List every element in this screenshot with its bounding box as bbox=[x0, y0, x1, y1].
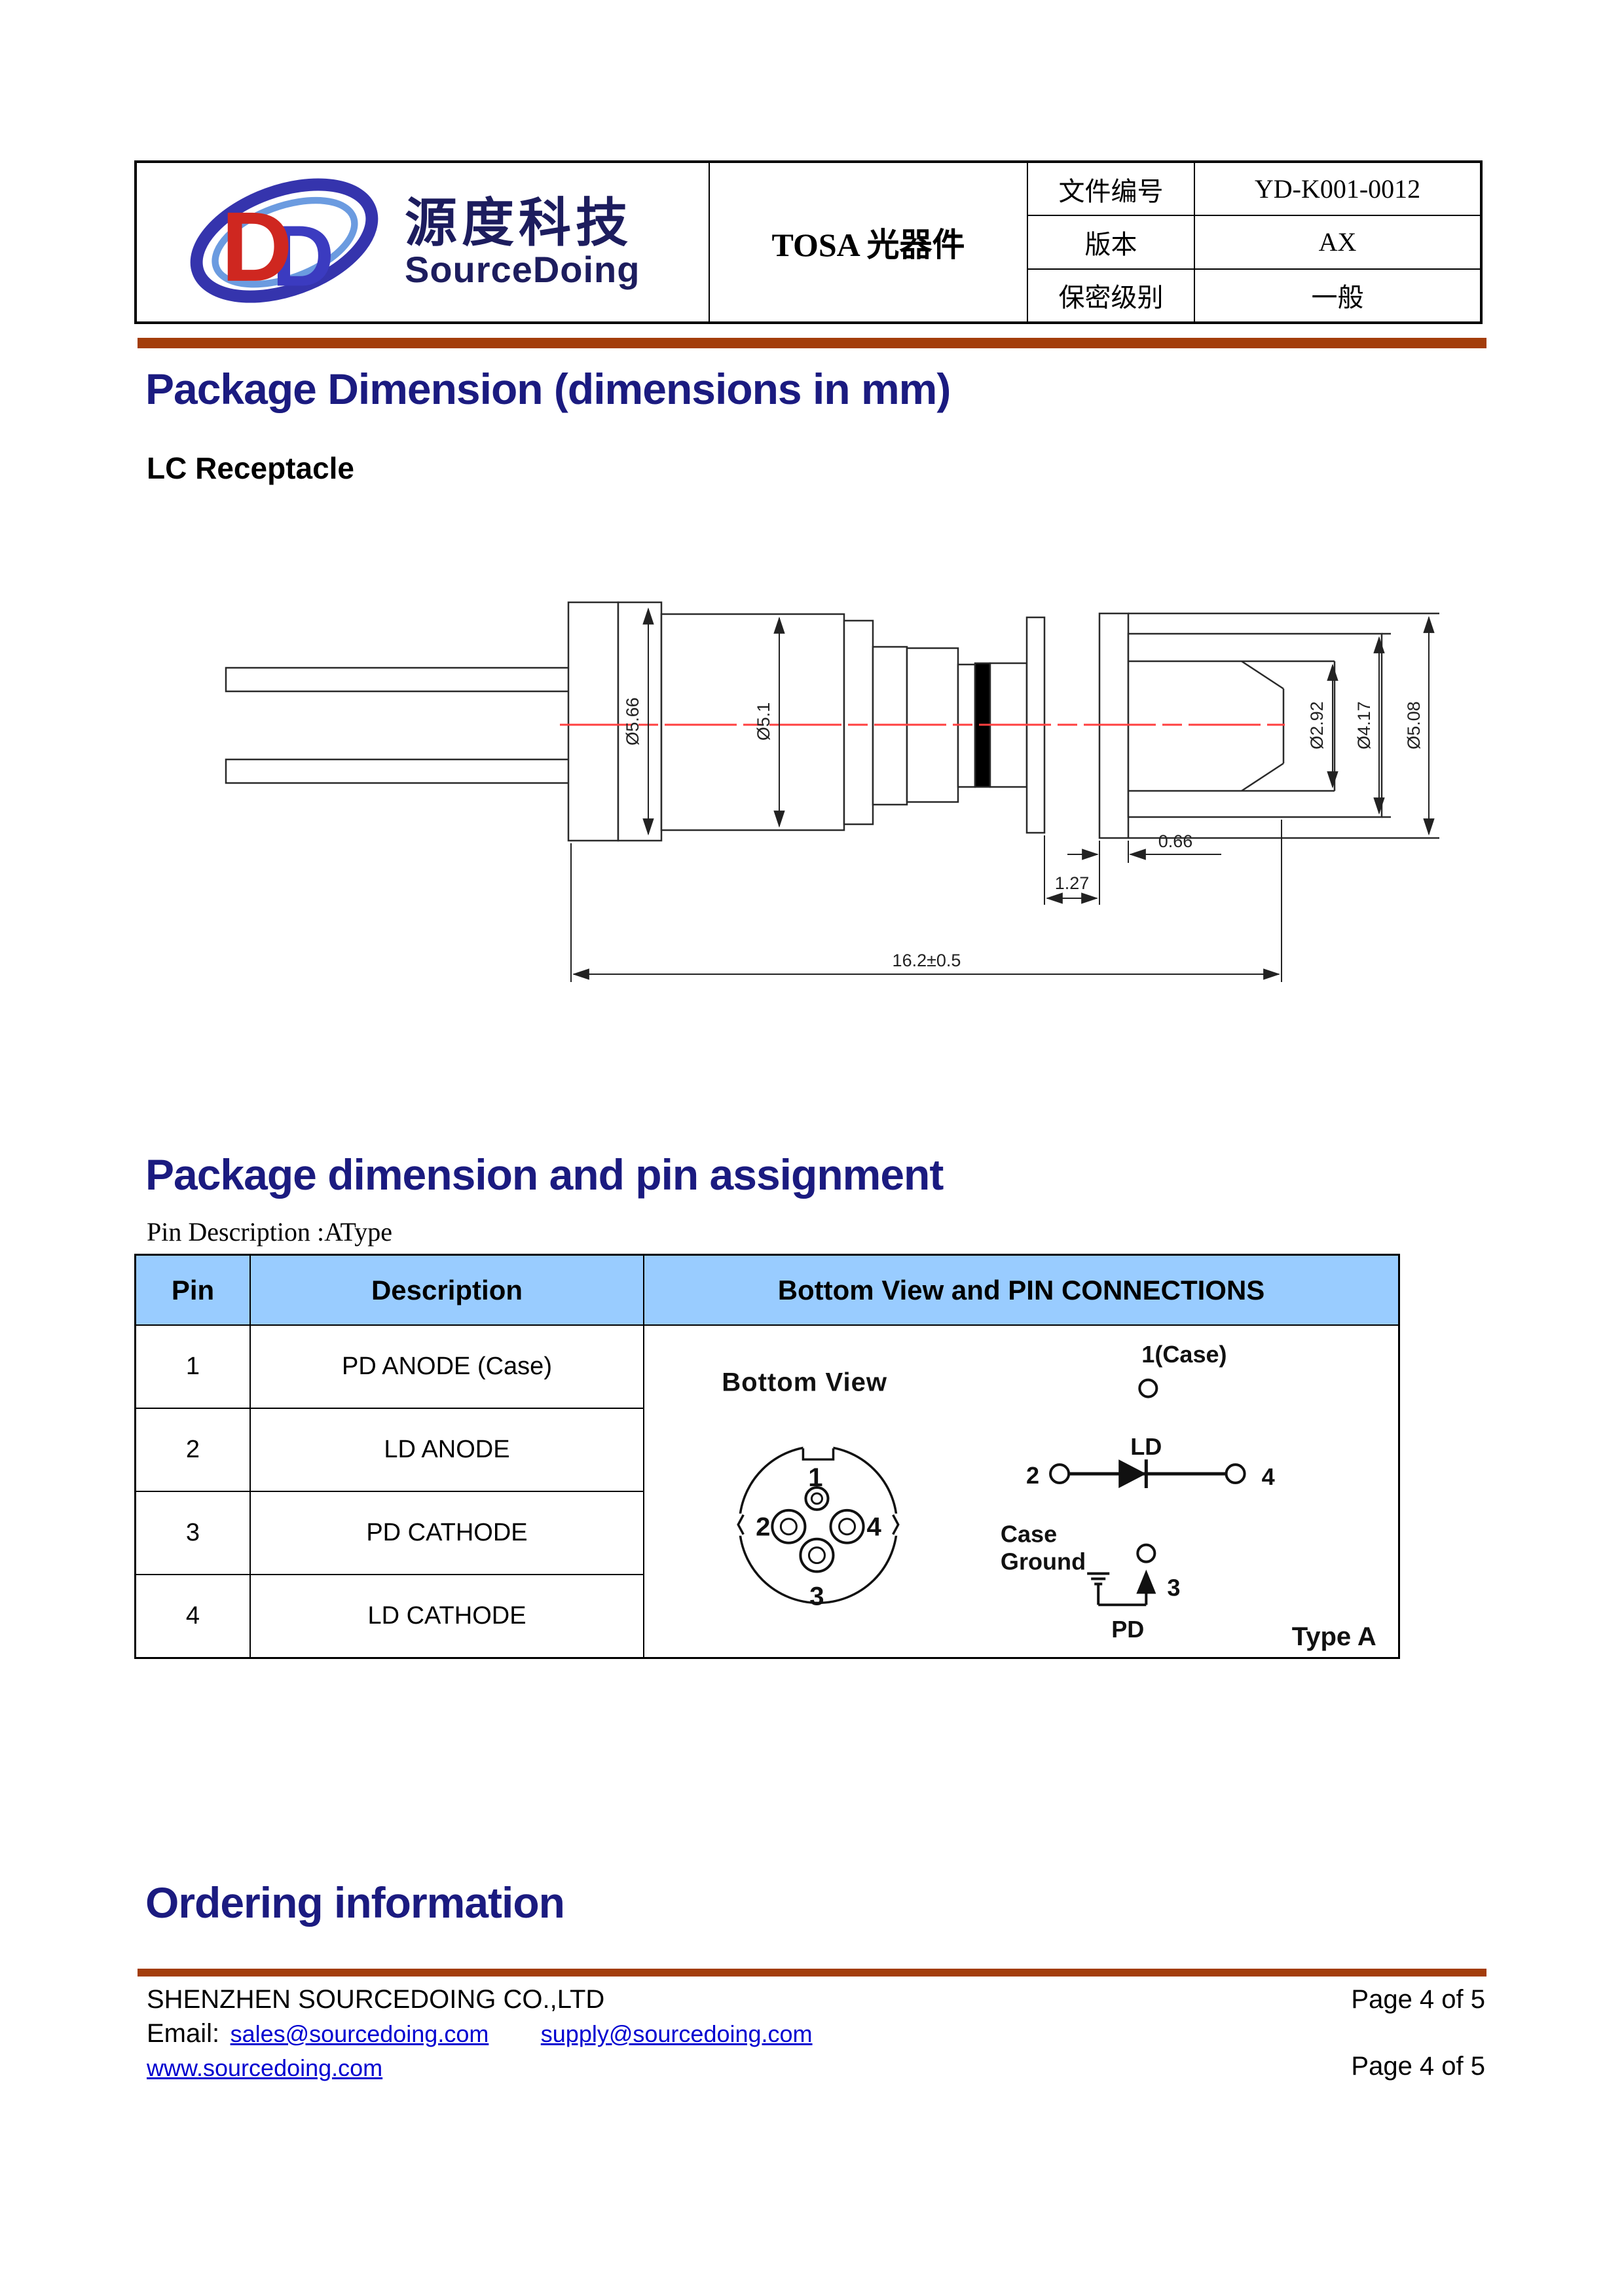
table-row: 1 PD ANODE (Case) Bottom View bbox=[134, 1324, 1400, 1659]
field-value-doc-number: YD-K001-0012 bbox=[1194, 160, 1482, 217]
product-title: TOSA 光器件 bbox=[709, 161, 1028, 323]
pin-assignment-table: Pin Description Bottom View and PIN CONN… bbox=[134, 1254, 1400, 1659]
pd-diode-icon bbox=[1136, 1569, 1156, 1594]
table-row: 2 LD ANODE bbox=[134, 1408, 1399, 1492]
pin-description: PD ANODE (Case) bbox=[249, 1324, 644, 1409]
footer-company-name: SHENZHEN SOURCEDOING CO.,LTD bbox=[147, 1985, 605, 2014]
dim-barrel-diameter: Ø4.17 bbox=[1354, 701, 1374, 750]
pin-description: PD CATHODE bbox=[249, 1491, 644, 1575]
bottom-view-pin4-icon bbox=[829, 1508, 865, 1544]
dim-len-a: 0.66 bbox=[1158, 831, 1193, 851]
dim-len-total: 16.2±0.5 bbox=[893, 951, 961, 970]
field-label-security: 保密级别 bbox=[1027, 268, 1195, 324]
footer-email-sales-link[interactable]: sales@sourcedoing.com bbox=[230, 2020, 489, 2047]
section-title-package-dimension: Package Dimension (dimensions in mm) bbox=[145, 365, 951, 413]
dim-flange-diameter: Ø5.66 bbox=[623, 697, 642, 746]
schematic-case-ground-label-2: Ground bbox=[1001, 1548, 1086, 1575]
pin-number: 2 bbox=[134, 1408, 251, 1492]
document-header-table: D D 源度科技 SourceDoing TOSA 光器件 文件编号 YD-K0… bbox=[134, 160, 1483, 324]
bottom-view-pin3-number: 3 bbox=[809, 1582, 824, 1611]
pin-description: LD CATHODE bbox=[249, 1574, 644, 1659]
field-value-security: 一般 bbox=[1194, 268, 1482, 324]
table-row: 3 PD CATHODE bbox=[134, 1491, 1399, 1575]
pin-number: 3 bbox=[134, 1491, 251, 1575]
footer-rule bbox=[138, 1969, 1486, 1977]
ground-symbol-icon bbox=[1087, 1572, 1148, 1607]
footer-email-supply-link[interactable]: supply@sourcedoing.com bbox=[540, 2020, 813, 2047]
bottom-view-pin4-number: 4 bbox=[866, 1513, 881, 1542]
section-title-ordering-information: Ordering information bbox=[145, 1878, 565, 1927]
schematic-pin3-number: 3 bbox=[1167, 1574, 1180, 1601]
pin-number: 1 bbox=[134, 1324, 251, 1409]
schematic-ld-label: LD bbox=[1130, 1433, 1162, 1460]
bottom-view-label: Bottom View bbox=[722, 1368, 887, 1397]
table-row: 4 LD CATHODE bbox=[134, 1574, 1399, 1659]
svg-text:D: D bbox=[221, 192, 293, 302]
field-label-version: 版本 bbox=[1027, 215, 1195, 270]
col-header-pin: Pin bbox=[134, 1254, 251, 1326]
lc-receptacle-drawing: Ø5.66 Ø5.1 Ø2.92 Ø4.17 Ø5.08 0.66 1.27 1… bbox=[216, 556, 1473, 1015]
logo-cell: D D 源度科技 SourceDoing bbox=[135, 161, 710, 323]
ld-diode-icon bbox=[1118, 1459, 1147, 1489]
svg-text:D: D bbox=[272, 208, 334, 304]
dim-len-b: 1.27 bbox=[1055, 873, 1090, 893]
schematic-case-ground-label-1: Case bbox=[1001, 1521, 1057, 1548]
logo-company-name-en: SourceDoing bbox=[405, 248, 640, 290]
field-value-version: AX bbox=[1194, 215, 1482, 270]
schematic-pd-label: PD bbox=[1111, 1616, 1144, 1643]
dim-body-diameter: Ø5.1 bbox=[754, 702, 773, 741]
footer-page-number-top: Page 4 of 5 bbox=[1351, 1985, 1485, 2014]
schematic-pin4-number: 4 bbox=[1262, 1463, 1275, 1490]
bottom-view-pin3-icon bbox=[799, 1537, 835, 1573]
footer-page-number-bottom: Page 4 of 5 bbox=[1351, 2052, 1485, 2081]
pin-number: 4 bbox=[134, 1574, 251, 1659]
subtitle-lc-receptacle: LC Receptacle bbox=[147, 451, 355, 485]
pin-description: LD ANODE bbox=[249, 1408, 644, 1492]
bottom-view-pin1-number: 1 bbox=[808, 1463, 822, 1492]
col-header-description: Description bbox=[249, 1254, 644, 1326]
section-title-pin-assignment: Package dimension and pin assignment bbox=[145, 1150, 944, 1199]
schematic-case-pin-label: 1(Case) bbox=[1141, 1341, 1227, 1368]
bottom-view-pin2-icon bbox=[771, 1508, 807, 1544]
pin-description-type-note: Pin Description :AType bbox=[147, 1217, 392, 1247]
pin-table-header-row: Pin Description Bottom View and PIN CONN… bbox=[134, 1254, 1400, 1326]
bottom-view-pin1-icon bbox=[804, 1486, 830, 1511]
header-rule bbox=[138, 338, 1486, 348]
bottom-view-pin2-number: 2 bbox=[756, 1513, 770, 1542]
footer-website-link[interactable]: www.sourcedoing.com bbox=[147, 2054, 383, 2081]
col-header-bottom-view: Bottom View and PIN CONNECTIONS bbox=[643, 1254, 1400, 1326]
field-label-doc-number: 文件编号 bbox=[1027, 160, 1195, 217]
dim-sleeve-diameter: Ø5.08 bbox=[1404, 701, 1424, 750]
logo-company-name-cn: 源度科技 bbox=[405, 193, 633, 252]
footer-email-label: Email: bbox=[147, 2019, 220, 2048]
company-logo-icon: D D bbox=[173, 167, 396, 318]
schematic-type-label: Type A bbox=[1292, 1622, 1376, 1651]
pin-connections-diagram: Bottom View 1 2 bbox=[643, 1324, 1400, 1659]
schematic-pin2-number: 2 bbox=[1026, 1462, 1039, 1489]
dim-bore-diameter: Ø2.92 bbox=[1307, 701, 1327, 750]
